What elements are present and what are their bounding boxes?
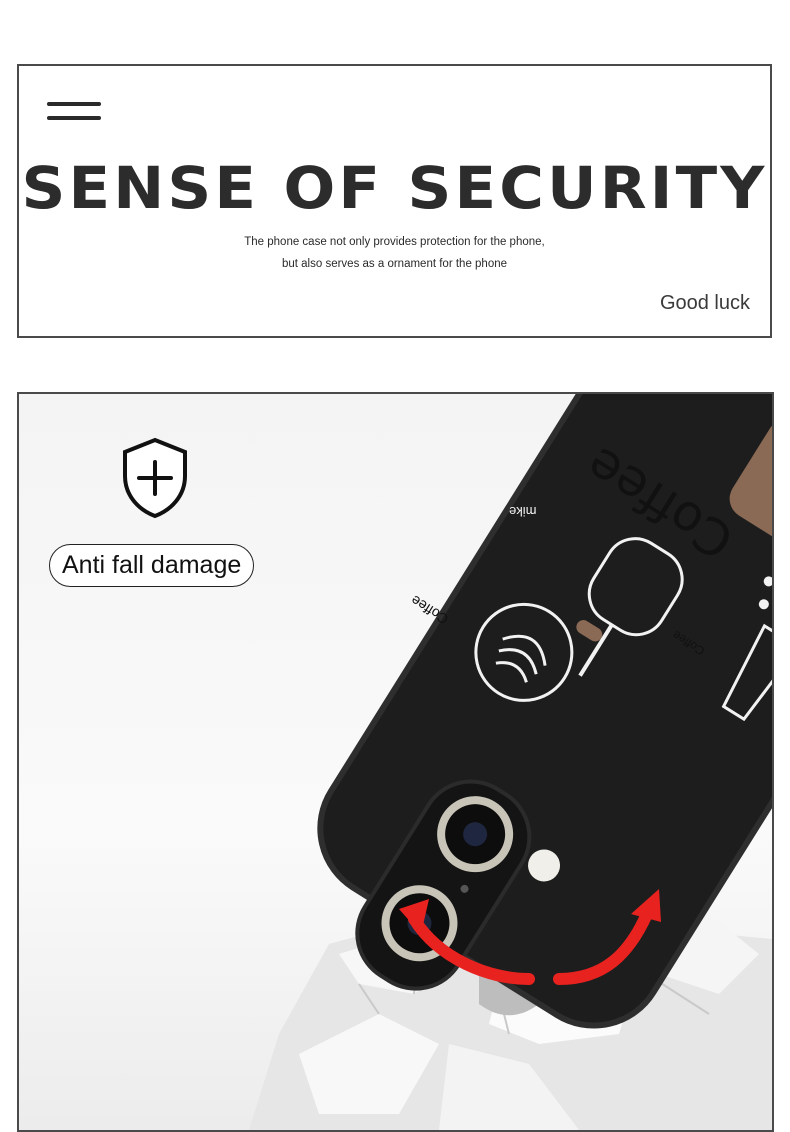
impact-arrows-icon xyxy=(399,889,661,985)
description-line-1: The phone case not only provides protect… xyxy=(244,236,545,248)
signoff-text: Good luck xyxy=(659,292,750,314)
product-image-panel: Coffee Coffee Coffee mike Anti fall dama… xyxy=(17,392,774,1132)
phone-case-illustration xyxy=(249,394,772,1130)
headline: SENSE OF SECURITY xyxy=(21,154,768,222)
shield-plus-icon xyxy=(123,437,187,519)
mug-label: mike xyxy=(509,504,537,519)
description-line-2: but also serves as a ornament for the ph… xyxy=(281,258,508,270)
security-header-panel: SENSE OF SECURITY The phone case not onl… xyxy=(17,64,772,338)
anti-fall-badge: Anti fall damage xyxy=(49,544,255,587)
menu-icon xyxy=(47,102,101,124)
